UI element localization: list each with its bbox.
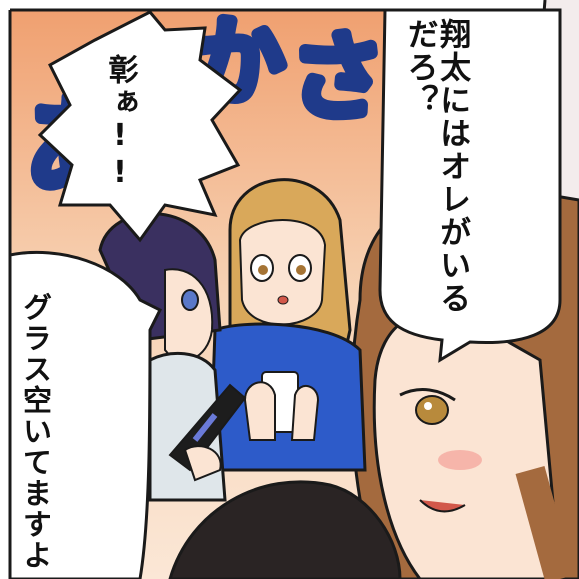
speech-bubble-left [8,250,163,579]
speech-bubble-right [378,8,562,363]
blonde-girl [208,178,367,472]
foreground-head [168,480,402,579]
dialogue-text-left: グラス空いてますよ [18,292,53,571]
speech-bubble-top [37,10,243,243]
dialogue-text-top: 彰ぁ!! [102,54,138,192]
svg-text:さ: さ [290,23,385,133]
dialogue-text-right: 翔太にはオレがいるだろ？ [401,18,471,315]
